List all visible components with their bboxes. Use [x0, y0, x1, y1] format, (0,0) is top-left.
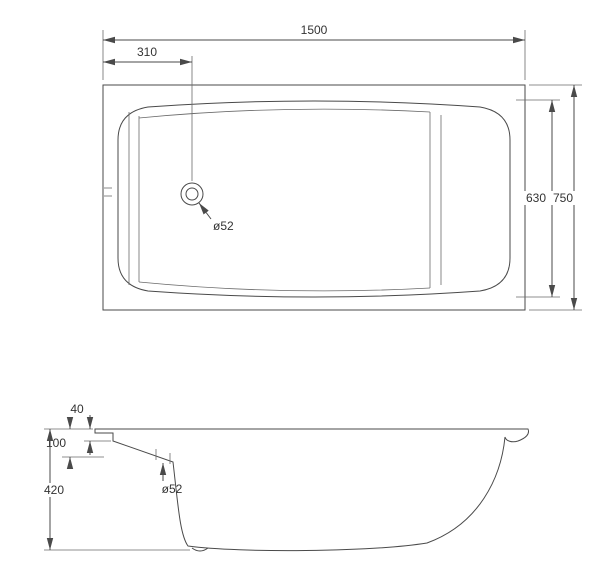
- basin-edge-bottom-arc: [138, 281, 431, 292]
- tub-inner-rim-top-view: [117, 100, 511, 298]
- drain-leader-line: [198, 202, 212, 220]
- overflow-marks: [104, 187, 112, 197]
- bathtub-side-view: ø52 40 100 420: [40, 402, 529, 552]
- tub-outer-rim-top-view: [102, 84, 526, 311]
- drain-side-view: ø52: [155, 449, 183, 496]
- drain-diameter-label-top: ø52: [213, 219, 234, 233]
- drain-top-view: ø52: [180, 182, 234, 233]
- drain-inner-circle: [185, 187, 199, 201]
- dimension-overall-width: 750: [529, 84, 582, 311]
- waste-outlet-bump: [191, 547, 209, 552]
- label-mask: [40, 483, 68, 497]
- dimension-overall-length: 1500: [102, 23, 526, 80]
- overall-width-label: 750: [553, 191, 573, 205]
- dimension-rim-lip: 40: [70, 402, 94, 455]
- dimension-overall-height: 420: [40, 429, 68, 550]
- drain-outer-circle: [180, 182, 204, 206]
- tub-profile-outline: [94, 428, 529, 552]
- drain-diameter-label-side: ø52: [162, 482, 183, 496]
- dimension-drain-offset: 310: [103, 45, 193, 181]
- bathtub-top-view: ø52 1500 310 630 750: [102, 23, 582, 311]
- label-mask: [549, 191, 576, 205]
- drain-offset-label: 310: [137, 45, 157, 59]
- rim-lip-label: 40: [70, 402, 84, 416]
- overall-height-label: 420: [44, 483, 64, 497]
- overall-length-label: 1500: [301, 23, 328, 37]
- inner-width-label: 630: [526, 191, 546, 205]
- basin-edge-top-arc: [138, 108, 431, 119]
- label-mask: [522, 191, 549, 205]
- rim-to-ledge-label: 100: [46, 436, 66, 450]
